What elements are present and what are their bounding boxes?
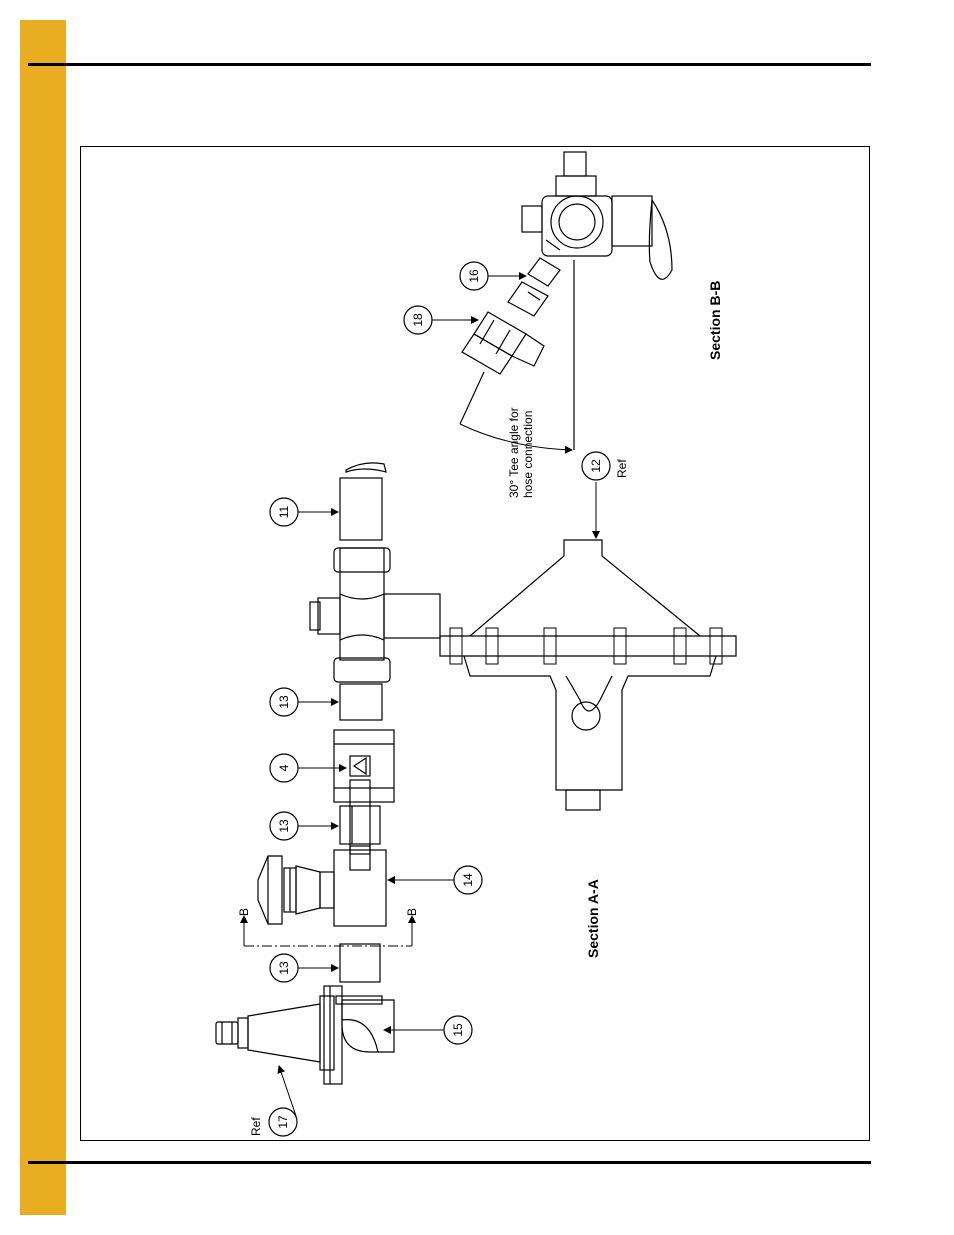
footer-rule [28, 1161, 871, 1164]
callout-13-lower: 13 [277, 961, 291, 975]
callout-13a-circle [269, 687, 299, 717]
section-a-a-title: Section A-A [585, 879, 601, 958]
callout-12-circle [581, 451, 611, 481]
section-marker-b-left: B [237, 908, 251, 916]
callout-13b-circle [269, 811, 299, 841]
callout-11-circle [269, 497, 299, 527]
callout-4: 4 [277, 764, 291, 771]
union-tee-assembly [309, 547, 391, 683]
tee-part-14 [257, 845, 387, 927]
callout-16-circle [459, 261, 489, 291]
coupling-part-11 [339, 462, 387, 541]
diaphragm-housing-part-12 [439, 539, 737, 811]
angle-dimension-arc [459, 423, 573, 454]
riser-pipe [383, 593, 441, 639]
nipple-part-13-upper [339, 683, 383, 721]
callout-14: 14 [461, 873, 475, 887]
callout-13-upper: 13 [277, 695, 291, 709]
callout-13-middle: 13 [277, 819, 291, 833]
callout-15: 15 [451, 1023, 465, 1037]
tee-angle-note-line1: 30° Tee angle for [507, 407, 521, 498]
callout-12: 12 [589, 459, 603, 473]
section-cut-line [243, 924, 413, 947]
ball-valve-part-4 [333, 729, 395, 871]
callout-14-circle [453, 865, 483, 895]
elbow-part-15 [335, 995, 395, 1053]
callout-18-circle [403, 305, 433, 335]
drawing-frame [80, 146, 870, 1141]
pressure-regulator-part-17 [215, 985, 343, 1085]
section-b-b-view [459, 151, 673, 450]
ref-label-17: Ref [249, 1117, 263, 1136]
header-rule [28, 63, 871, 66]
callout-17: 17 [276, 1115, 290, 1129]
ref-label-12: Ref [615, 459, 629, 478]
callout-16: 16 [467, 269, 481, 283]
nipple-part-13-middle [339, 805, 381, 845]
callout-11: 11 [277, 505, 291, 518]
page-accent-bar [20, 20, 66, 1215]
nipple-part-13-lower [339, 943, 381, 983]
callout-15-circle [443, 1015, 473, 1045]
section-b-b-title: Section B-B [707, 281, 723, 360]
callout-17-circle [268, 1107, 298, 1137]
tee-angle-note-line2: hose connection [521, 411, 535, 498]
callout-18: 18 [411, 313, 425, 327]
callout-4-circle [269, 753, 299, 783]
section-marker-b-right: B [405, 908, 419, 916]
callout-13c-circle [269, 953, 299, 983]
